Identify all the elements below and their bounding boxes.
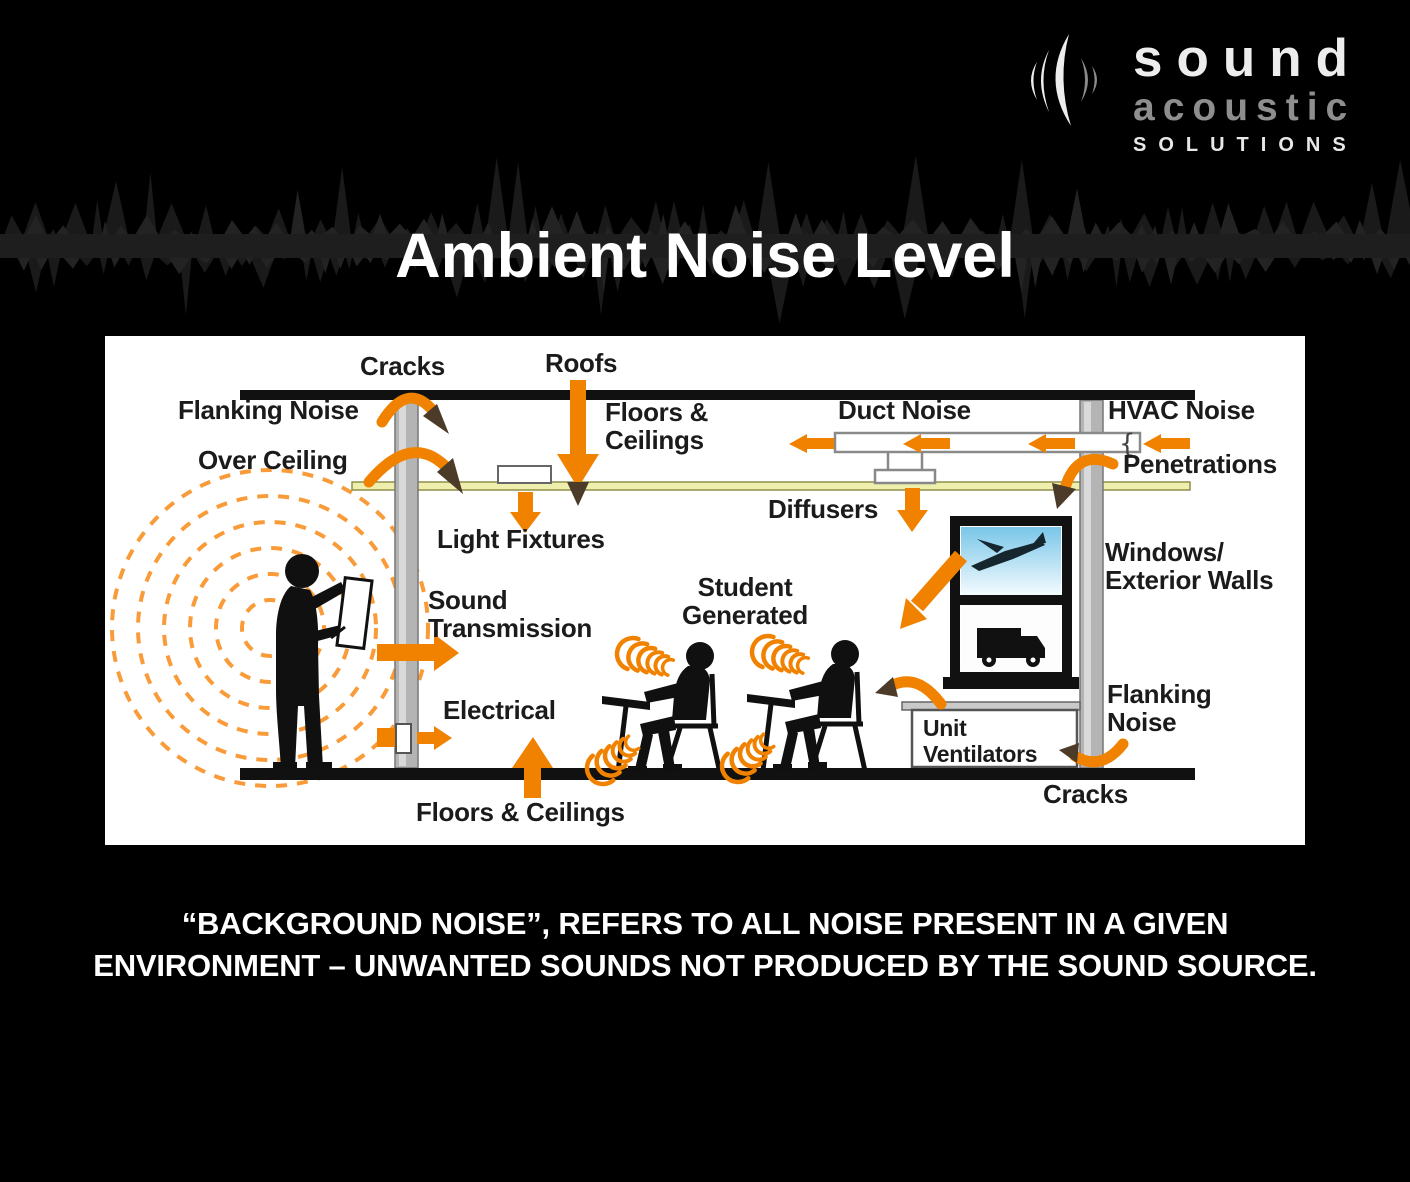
sound-squiggle-icon — [612, 633, 676, 682]
logo-text: sound acoustic SOLUTIONS — [1133, 32, 1362, 155]
airplane-icon — [971, 532, 1046, 571]
label-sound-transmission: Sound Transmission — [428, 585, 593, 643]
teacher-silhouette — [273, 554, 374, 771]
label-penetrations: Penetrations — [1123, 449, 1277, 479]
noise-arrows — [377, 380, 1190, 798]
label-roofs: Roofs — [545, 348, 618, 378]
sound-squiggle-icon — [580, 730, 643, 791]
label-diffusers: Diffusers — [768, 494, 878, 524]
suspended-ceiling — [351, 481, 1191, 491]
roof-noise-arrow — [557, 380, 599, 506]
cracks-flanking-arrow — [376, 392, 449, 434]
duct-noise-arrow — [1028, 434, 1075, 453]
sound-wave-arcs-icon — [1031, 34, 1097, 126]
hvac-noise-arrow — [1143, 434, 1190, 453]
label-floors-ceilings-bottom: Floors & Ceilings — [416, 797, 625, 827]
floor-line — [240, 768, 1195, 780]
label-light-fixtures: Light Fixtures — [437, 524, 605, 554]
duct-noise-arrow — [789, 434, 834, 453]
window-exterior-view — [943, 516, 1079, 689]
label-cracks-top: Cracks — [360, 351, 445, 381]
label-hvac-noise: HVAC Noise — [1108, 395, 1255, 425]
label-student-generated: Student Generated — [682, 572, 808, 630]
duct-noise-arrow — [903, 434, 950, 453]
label-windows-exterior-walls: Windows/ Exterior Walls — [1105, 537, 1274, 595]
label-electrical: Electrical — [443, 695, 556, 725]
light-fixture — [497, 465, 552, 484]
unit-ventilator — [901, 701, 1081, 769]
label-unit-ventilators: Unit Ventilators — [923, 715, 1038, 767]
caption: “BACKGROUND NOISE”, REFERS TO ALL NOISE … — [0, 903, 1410, 987]
floor-noise-arrow — [512, 737, 553, 798]
label-flanking-noise-right: Flanking Noise — [1107, 679, 1212, 737]
roof-line — [240, 390, 1195, 400]
over-ceiling-flanking-arrow — [363, 447, 463, 494]
flanking-arrows — [363, 392, 1129, 768]
sound-squiggle-icon — [747, 631, 811, 680]
label-flanking-noise-left: Flanking Noise — [178, 395, 359, 425]
caption-line-2: ENVIRONMENT – UNWANTED SOUNDS NOT PRODUC… — [93, 948, 1317, 983]
light-fixture-noise-arrow — [510, 492, 541, 533]
logo: sound acoustic SOLUTIONS — [1025, 32, 1362, 155]
classroom-noise-diagram: { — [105, 336, 1305, 845]
logo-main-text: sound — [1133, 29, 1362, 88]
window-noise-arrow — [900, 550, 968, 629]
label-floors-ceilings-top: Floors & Ceilings — [605, 397, 709, 455]
cracks-bottom-flanking-arrow — [1059, 738, 1129, 768]
label-over-ceiling: Over Ceiling — [198, 445, 348, 475]
label-duct-noise: Duct Noise — [838, 395, 971, 425]
diffuser-noise-arrow — [897, 488, 928, 532]
caption-line-1: “BACKGROUND NOISE”, REFERS TO ALL NOISE … — [181, 906, 1229, 941]
unit-ventilator-arrow — [875, 676, 947, 710]
label-cracks-bottom: Cracks — [1043, 779, 1128, 809]
sound-transmission-arrow — [377, 634, 459, 671]
page-title: Ambient Noise Level — [395, 221, 1015, 291]
truck-icon — [977, 628, 1045, 667]
penetrations-arrow — [1052, 454, 1119, 509]
duct-end-brace: { — [1119, 429, 1136, 459]
logo-sub-text: acoustic — [1133, 86, 1356, 129]
logo-tagline-text: SOLUTIONS — [1133, 134, 1358, 156]
electrical-noise-arrow — [377, 723, 452, 754]
